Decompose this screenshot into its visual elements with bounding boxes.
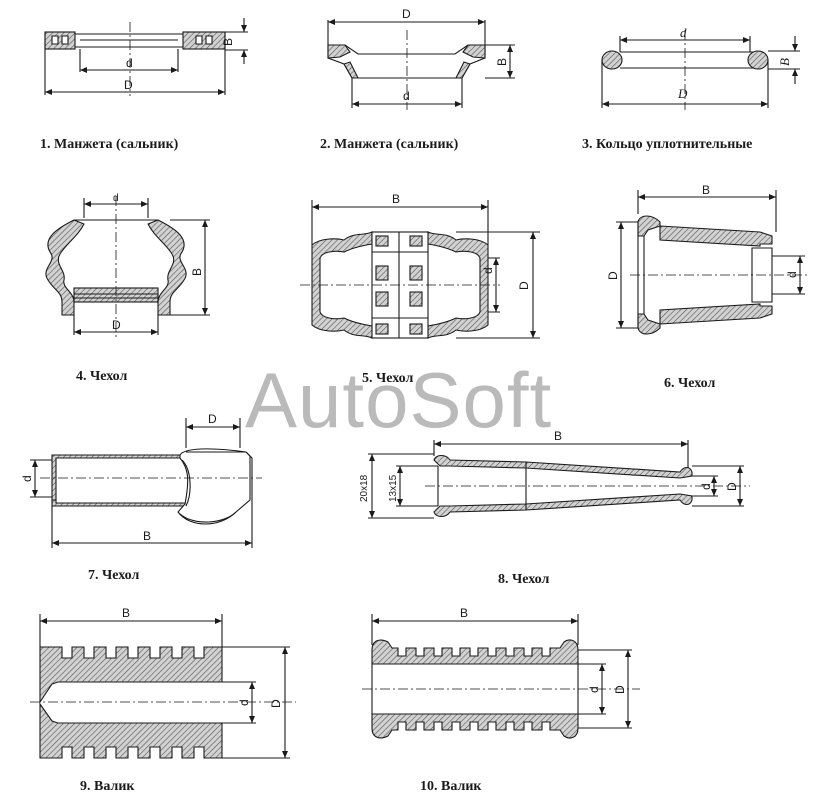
p10-dim-d: d [587, 686, 601, 693]
caption-part-10: 10. Валик [420, 779, 482, 794]
p5-dim-d: d [481, 267, 495, 274]
part-6-drawing [616, 190, 808, 335]
p8-dim-b: B [554, 429, 562, 443]
p1-dim-d: d [126, 56, 133, 70]
watermark: AutoSoft [245, 356, 553, 444]
p5-dim-D: D [517, 281, 531, 290]
p3-dim-D: D [677, 86, 688, 101]
caption-part-3: 3. Кольцо уплотнительные [582, 137, 753, 152]
p6-dim-b: B [702, 183, 710, 197]
dimension-labels: B d D D B d d D B d B D B d D B D d D d … [20, 7, 799, 708]
part-9-drawing [30, 614, 296, 759]
p2-dim-b: B [495, 58, 509, 66]
p4-dim-D: D [112, 318, 121, 332]
part-7-drawing [30, 418, 262, 548]
caption-part-8: 8. Чехол [498, 572, 550, 587]
p1-dim-D: D [124, 78, 133, 92]
p8-dim-outer: 20х18 [359, 474, 370, 502]
p10-dim-b: B [460, 606, 468, 620]
part-8-drawing [368, 440, 750, 519]
p2-dim-d: d [403, 89, 410, 103]
caption-part-7: 7. Чехол [88, 568, 140, 583]
p9-dim-d: d [237, 699, 251, 706]
p6-dim-D: D [606, 271, 620, 280]
part-3-drawing [601, 30, 800, 110]
p2-dim-D: D [402, 7, 411, 21]
p8-dim-D: D [725, 482, 739, 491]
caption-part-1: 1. Манжета (сальник) [40, 137, 179, 152]
caption-part-5: 5. Чехол [362, 371, 414, 386]
caption-part-2: 2. Манжета (сальник) [320, 137, 459, 152]
part-2-drawing [327, 19, 515, 110]
p8-dim-inner: 13х15 [388, 474, 399, 502]
p3-dim-b: B [777, 58, 792, 66]
part-4-drawing [45, 196, 210, 340]
p3-dim-d: d [680, 25, 687, 40]
caption-part-9: 9. Валик [80, 779, 135, 794]
part-1-drawing [44, 18, 248, 96]
p4-dim-b: B [190, 268, 204, 276]
p1-dim-b: B [221, 38, 235, 46]
p6-dim-d: d [785, 271, 799, 278]
part-5-drawing [300, 200, 540, 339]
p7-dim-D: D [208, 412, 217, 426]
p8-dim-d: d [699, 483, 713, 490]
p9-dim-D: D [269, 699, 283, 708]
p4-dim-d: d [113, 193, 119, 204]
p7-dim-d: d [20, 475, 34, 482]
p7-dim-b: B [143, 529, 151, 543]
caption-part-4: 4. Чехол [76, 369, 128, 384]
p9-dim-b: B [122, 606, 130, 620]
caption-part-6: 6. Чехол [664, 376, 716, 391]
p10-dim-D: D [613, 685, 627, 694]
p5-dim-b: B [392, 192, 400, 206]
part-10-drawing [362, 614, 640, 739]
